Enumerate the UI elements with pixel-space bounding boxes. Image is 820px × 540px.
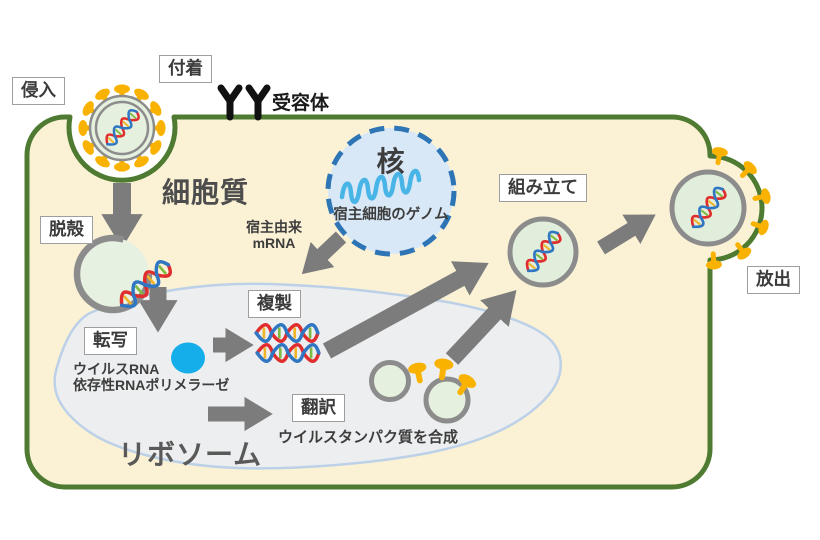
receptor-icons <box>221 88 267 117</box>
rdrp-line2: 依存性RNAポリメラーゼ <box>73 377 230 393</box>
nucleus <box>325 125 457 257</box>
host-genome-icon <box>339 168 422 205</box>
ribosome-region <box>53 282 562 470</box>
rdrp-line1: ウイルスRNA <box>73 361 160 377</box>
host-genome-label: 宿主細胞のゲノム <box>333 207 449 223</box>
label-release: 放出 <box>747 266 800 294</box>
arrow-host-mrna <box>301 231 347 275</box>
host-mrna-line2: mRNA <box>252 235 296 251</box>
label-transcription: 転写 <box>84 327 137 355</box>
entering-virus-icon <box>78 84 165 171</box>
label-attachment: 付着 <box>159 55 212 83</box>
cytoplasm-label: 細胞質 <box>162 177 250 208</box>
ribosome-label: リボソーム <box>118 439 263 470</box>
label-entry: 侵入 <box>12 77 65 105</box>
nucleus-label: 核 <box>376 146 406 177</box>
assembled-virus-icon <box>507 216 579 288</box>
receptor-label: 受容体 <box>272 93 330 114</box>
flow-arrows <box>101 183 656 432</box>
arrow-assembly-to-release <box>597 214 656 255</box>
label-assembly: 組み立て <box>499 174 587 202</box>
host-mrna-line1: 宿主由来 <box>246 219 302 235</box>
label-uncoating: 脱殻 <box>40 216 93 244</box>
capsid-protein-icons <box>369 360 471 424</box>
polymerase-dot-icon <box>171 342 205 374</box>
uncoating-capsid-icon <box>73 234 176 314</box>
label-translation: 翻訳 <box>292 394 345 422</box>
budding-virus-icon <box>669 146 772 270</box>
label-replication: 複製 <box>248 290 301 318</box>
protein-synthesis-label: ウイルスタンパク質を合成 <box>278 429 459 446</box>
host-mrna-label: 宿主由来 mRNA <box>246 219 302 251</box>
rdrp-label: ウイルスRNA 依存性RNAポリメラーゼ <box>73 361 229 393</box>
arrow-replication-to-assembly <box>322 261 489 359</box>
arrow-proteins-to-assembly <box>445 290 517 365</box>
